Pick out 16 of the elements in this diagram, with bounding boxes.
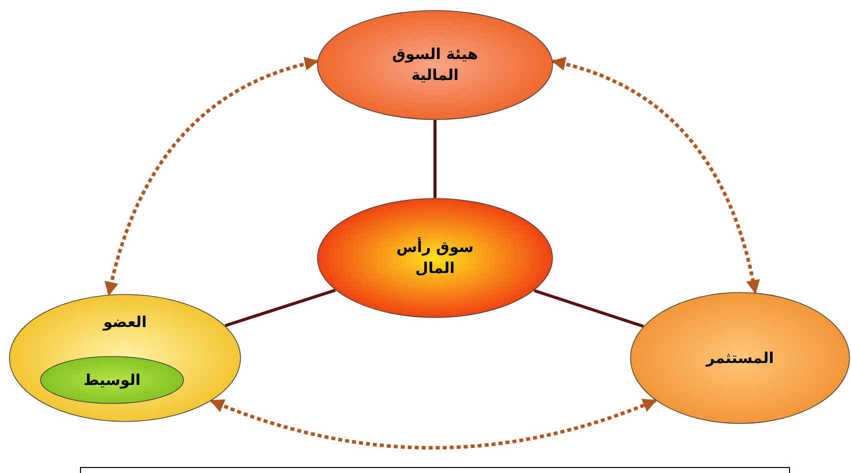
connector-line: [534, 289, 644, 328]
inner-ellipse-node: [40, 356, 184, 404]
node-label: هيئة السوق المالية: [391, 44, 479, 86]
ellipse-node: [317, 198, 553, 318]
ellipse-node: [630, 292, 850, 424]
node-label: العضو: [103, 312, 147, 332]
node-label: الوسيط: [83, 370, 141, 390]
node-label: سوق رأس المال: [395, 237, 475, 279]
node-label: المستثمر: [706, 348, 774, 368]
connector-line: [224, 288, 336, 328]
dotted-arrow: [210, 398, 658, 450]
dotted-arrow: [551, 57, 760, 294]
dotted-arrow: [105, 57, 319, 296]
ellipse-node: [9, 294, 241, 422]
ellipse-node: [317, 10, 553, 120]
connector-line: [434, 120, 436, 198]
